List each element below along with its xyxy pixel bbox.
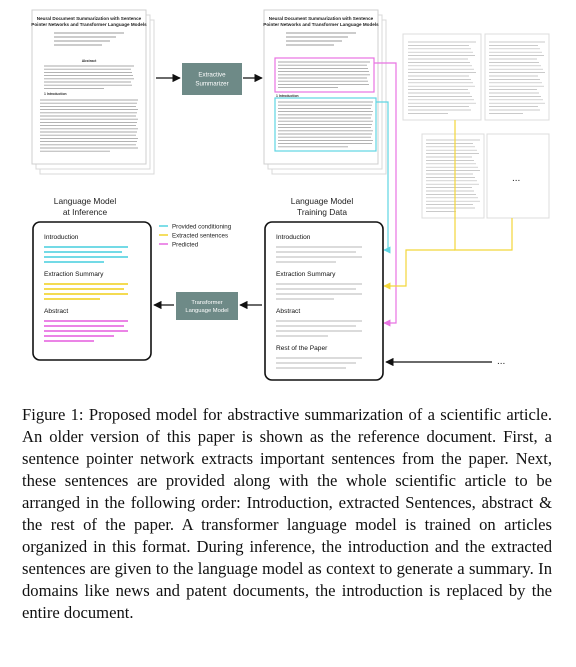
hl-paper-title-line1: Neural Document Summarization with Sente… bbox=[269, 16, 374, 21]
paper-title-line1: Neural Document Summarization with Sente… bbox=[37, 16, 142, 21]
inference-abstract-lines bbox=[44, 320, 128, 342]
inference-section-abstract: Abstract bbox=[44, 308, 68, 315]
training-rest-lines bbox=[276, 357, 362, 369]
hl-paper-body-text bbox=[278, 101, 373, 148]
model-diagram: Neural Document Summarization with Sente… bbox=[31, 9, 550, 381]
thumbnail-page-2 bbox=[402, 33, 482, 121]
paper-abstract-text bbox=[44, 65, 134, 89]
introduction-connector bbox=[376, 101, 391, 254]
highlighted-paper-stack: Neural Document Summarization with Sente… bbox=[263, 9, 387, 175]
training-section-introduction: Introduction bbox=[276, 234, 311, 241]
transformer-label-line2: Language Model bbox=[185, 308, 228, 314]
inference-section-extraction: Extraction Summary bbox=[44, 271, 104, 278]
abstract-connector bbox=[374, 62, 397, 327]
thumbnail-page-3 bbox=[484, 33, 550, 121]
abstract-highlight-box bbox=[274, 57, 375, 93]
hl-paper-title-line2: Pointer Networks and Transformer Languag… bbox=[263, 22, 379, 27]
source-paper-stack: Neural Document Summarization with Sente… bbox=[31, 9, 155, 175]
inference-section-introduction: Introduction bbox=[44, 234, 79, 241]
training-extraction-lines bbox=[276, 283, 362, 300]
thumbnail-ellipsis: ... bbox=[512, 173, 520, 184]
training-section-abstract: Abstract bbox=[276, 308, 300, 315]
extractive-summarizer-box: Extractive Summarizer bbox=[182, 63, 242, 95]
transformer-label-line1: Transformer bbox=[191, 300, 222, 306]
training-intro-lines bbox=[276, 246, 362, 263]
paper-body-text bbox=[40, 99, 138, 152]
paper-authors bbox=[54, 32, 124, 46]
transformer-lm-box: Transformer Language Model bbox=[176, 292, 238, 320]
extraction-connector-b bbox=[383, 249, 455, 290]
legend: Provided conditioning Extracted sentence… bbox=[159, 224, 232, 249]
extraction-connector-a bbox=[454, 120, 513, 251]
training-title-line2: Training Data bbox=[297, 207, 347, 217]
rest-ellipsis: ... bbox=[497, 356, 505, 367]
training-title-line1: Language Model bbox=[291, 196, 354, 206]
training-section-extraction: Extraction Summary bbox=[276, 271, 336, 278]
inference-title-line2: at Inference bbox=[63, 207, 108, 217]
inference-panel: Introduction Extraction Summary Abstract bbox=[32, 221, 152, 361]
inference-intro-lines bbox=[44, 246, 128, 263]
inference-extraction-lines bbox=[44, 283, 128, 300]
thumbnail-page-4 bbox=[421, 133, 485, 219]
paper-intro-heading: 1 Introduction bbox=[44, 92, 67, 96]
training-abstract-lines bbox=[276, 320, 362, 337]
hl-paper-authors bbox=[286, 32, 356, 46]
extractive-label-line2: Summarizer bbox=[195, 81, 228, 88]
legend-provided-conditioning: Provided conditioning bbox=[172, 224, 232, 231]
training-section-rest: Rest of the Paper bbox=[276, 345, 328, 352]
page-thumbnails: ... bbox=[402, 33, 550, 219]
hl-paper-abstract-text bbox=[278, 61, 370, 89]
legend-extracted-sentences: Extracted sentences bbox=[172, 233, 228, 240]
inference-title-line1: Language Model bbox=[54, 196, 117, 206]
extractive-label-line1: Extractive bbox=[198, 72, 226, 79]
hl-paper-intro-heading: 1 Introduction bbox=[276, 94, 299, 98]
thumbnail-page-more bbox=[486, 133, 550, 219]
intro-highlight-box bbox=[274, 97, 377, 152]
legend-predicted: Predicted bbox=[172, 242, 199, 249]
paper-abstract-heading: Abstract bbox=[82, 59, 97, 63]
figure-caption: Figure 1: Proposed model for abstractive… bbox=[22, 405, 552, 622]
training-panel: Introduction Extraction Summary Abstract… bbox=[264, 221, 384, 381]
paper-title-line2: Pointer Networks and Transformer Languag… bbox=[31, 22, 147, 27]
